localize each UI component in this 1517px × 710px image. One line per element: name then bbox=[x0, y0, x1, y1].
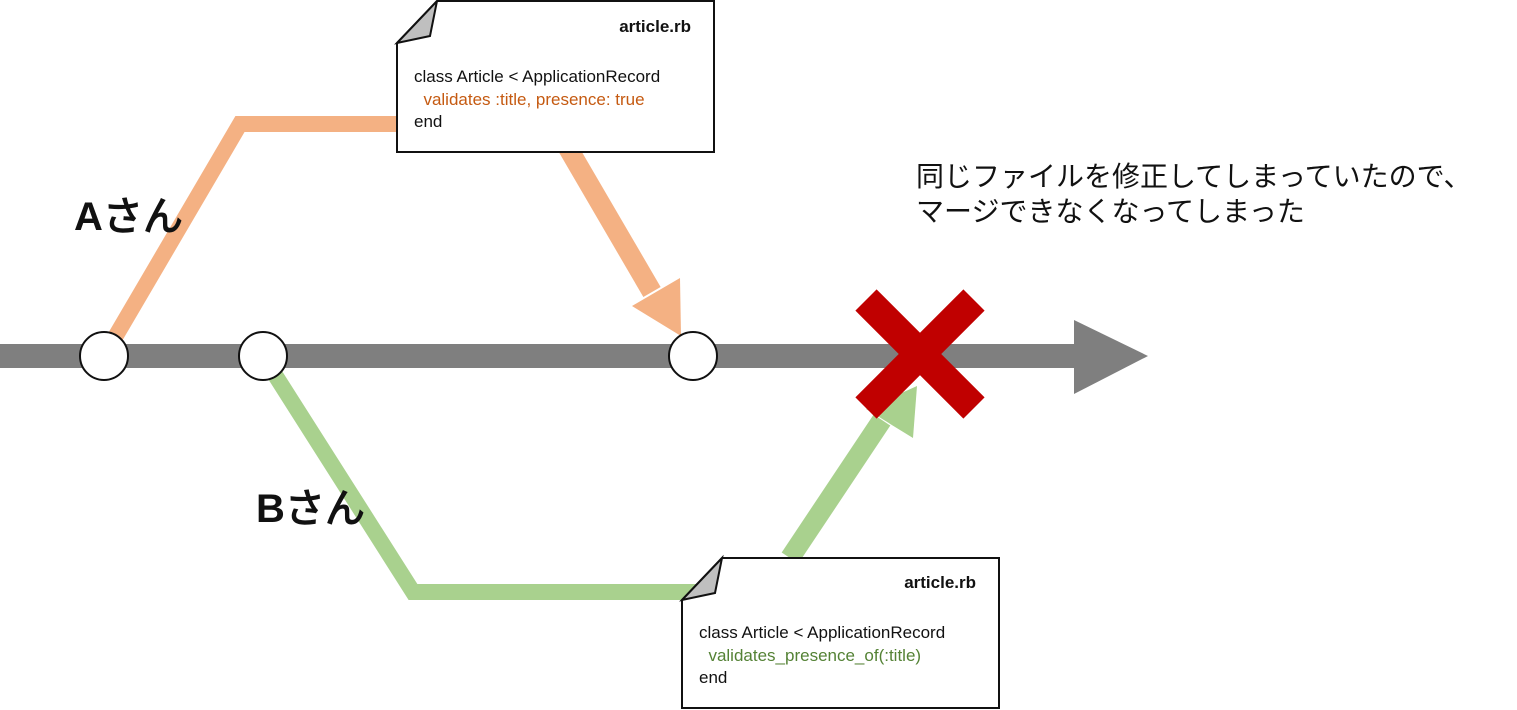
branch-a-merge-arrow-shaft bbox=[559, 142, 661, 298]
note-b-filename: article.rb bbox=[904, 573, 976, 592]
note-a-code-line-2: validates :title, presence: true bbox=[414, 90, 645, 109]
note-a-code-line-1: class Article < ApplicationRecord bbox=[414, 67, 660, 86]
commit-node-2 bbox=[238, 331, 288, 381]
main-branch-arrowhead bbox=[1074, 320, 1148, 394]
branch-a-merge-arrowhead bbox=[632, 278, 681, 336]
red-x-icon bbox=[855, 289, 985, 419]
branch-a-line bbox=[97, 116, 400, 361]
branch-b-merge-arrowhead bbox=[866, 386, 917, 438]
note-a-filename: article.rb bbox=[619, 17, 691, 36]
note-a-folded-corner bbox=[394, 0, 439, 45]
note-b-folded-corner bbox=[679, 554, 724, 602]
note-b-code-line-3: end bbox=[699, 668, 727, 687]
person-b-label: Bさん bbox=[256, 487, 365, 531]
person-a-label: Aさん bbox=[74, 195, 183, 239]
code-note-a: article.rb class Article < ApplicationRe… bbox=[394, 0, 715, 153]
note-b-code-line-2: validates_presence_of(:title) bbox=[699, 646, 921, 665]
commit-node-merge-a bbox=[668, 331, 718, 381]
branch-b-line bbox=[256, 351, 700, 600]
commit-node-1 bbox=[79, 331, 129, 381]
caption-line-1: 同じファイルを修正してしまっていたので、 bbox=[916, 160, 1472, 193]
code-note-b: article.rb class Article < ApplicationRe… bbox=[679, 554, 1000, 709]
caption-line-2: マージできなくなってしまった bbox=[916, 195, 1305, 228]
note-b-code-line-1: class Article < ApplicationRecord bbox=[699, 623, 945, 642]
branch-b-merge-arrow-shaft bbox=[781, 414, 891, 564]
note-a-code-line-3: end bbox=[414, 112, 442, 131]
